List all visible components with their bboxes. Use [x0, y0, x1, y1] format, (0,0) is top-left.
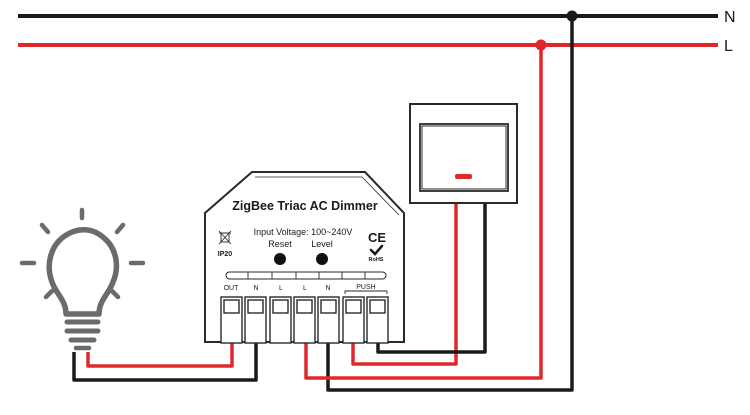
- switch-push-wire: [376, 203, 487, 354]
- module-voltage: Input Voltage: 100~240V: [254, 227, 353, 237]
- lamp-ray: [39, 222, 51, 235]
- module-inner-outline: [255, 176, 400, 216]
- checkmark-icon: [369, 244, 384, 256]
- lamp-glass: [46, 227, 120, 317]
- push-label: PUSH: [356, 284, 375, 291]
- neutral-drop-wire: [326, 16, 574, 392]
- light-bulb-icon: [19, 207, 146, 351]
- terminal-label-n: N: [253, 285, 258, 292]
- terminal-label-out: OUT: [224, 285, 240, 292]
- lamp-out-wire: [86, 343, 234, 368]
- rohs-mark: RoHS: [369, 257, 384, 263]
- level-button[interactable]: [316, 253, 328, 265]
- ip-rating: IP20: [218, 251, 233, 258]
- live-rail-label: L: [724, 38, 733, 55]
- terminal-push: [342, 296, 365, 344]
- lamp-ray: [43, 288, 55, 300]
- neutral-junction: [566, 10, 578, 22]
- neutral-rail-label: N: [724, 9, 736, 26]
- level-label: Level: [311, 239, 333, 249]
- ce-mark: CE: [368, 230, 386, 245]
- terminal-rail: [225, 271, 387, 280]
- wall-switch: [409, 103, 518, 204]
- weee-bin-icon: [218, 230, 232, 245]
- push-switch-icon: [455, 174, 472, 179]
- live-junction: [535, 39, 547, 51]
- terminal-n: [317, 296, 340, 344]
- dimmer-module: ZigBee Triac AC Dimmer Input Voltage: 10…: [204, 171, 405, 344]
- lamp-neutral-wire: [72, 343, 258, 382]
- reset-label: Reset: [268, 239, 292, 249]
- terminal-blocks: [220, 296, 389, 344]
- terminal-label-n: N: [325, 285, 330, 292]
- switch-live-wire: [351, 203, 458, 366]
- terminal-l: [293, 296, 316, 344]
- terminal-rail-slots: [247, 272, 366, 279]
- terminal-out: [220, 296, 243, 344]
- module-title: ZigBee Triac AC Dimmer: [232, 199, 378, 213]
- push-bracket: [344, 290, 388, 294]
- lamp-ray: [114, 222, 126, 235]
- terminal-label-l: L: [303, 285, 307, 292]
- lamp-ray: [109, 288, 121, 300]
- terminal-n: [244, 296, 267, 344]
- live-drop-wire: [304, 45, 543, 380]
- terminal-label-l: L: [279, 285, 283, 292]
- terminal-push: [366, 296, 389, 344]
- terminal-l: [269, 296, 292, 344]
- reset-button[interactable]: [274, 253, 286, 265]
